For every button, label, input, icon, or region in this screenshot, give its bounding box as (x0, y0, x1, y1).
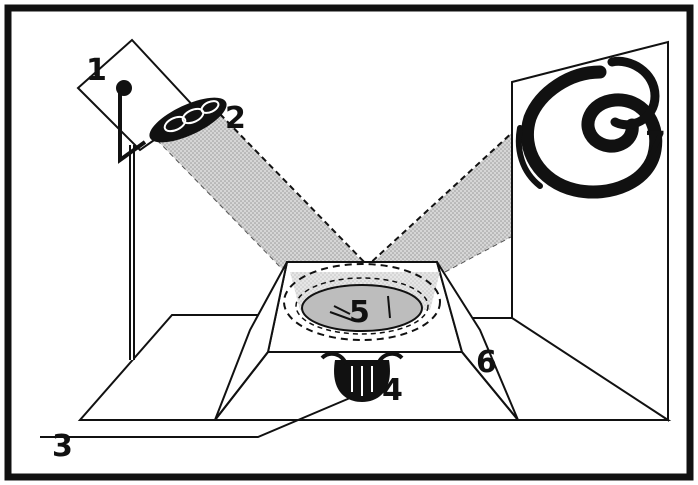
label-3: 3 (52, 429, 73, 464)
light-source-lens (149, 97, 227, 143)
label-7: 7 (645, 126, 666, 161)
pyramid-left-edge (214, 351, 269, 421)
lamp-arm (118, 92, 147, 164)
illumination-ring-inner (295, 277, 429, 335)
beam-right-edge-upper (364, 129, 516, 269)
label-1: 1 (86, 53, 107, 88)
beam-left-edge-upper (219, 113, 371, 269)
label-5: 5 (349, 295, 370, 330)
pyramid-right-edge (461, 351, 519, 421)
label-6: 6 (476, 345, 497, 380)
label-2: 2 (225, 101, 246, 136)
projected-pattern (515, 56, 663, 199)
under-stage-holder (320, 351, 404, 402)
lamp-knob (116, 80, 132, 96)
sample-dish (301, 284, 423, 332)
outer-frame (4, 4, 694, 481)
beam-left-edge-lower (156, 139, 286, 273)
beam-left (157, 114, 370, 272)
label-4: 4 (382, 373, 403, 408)
illumination-ring-outer (283, 263, 441, 341)
sample-specimen (329, 295, 391, 321)
leader-line-3 (40, 397, 351, 438)
